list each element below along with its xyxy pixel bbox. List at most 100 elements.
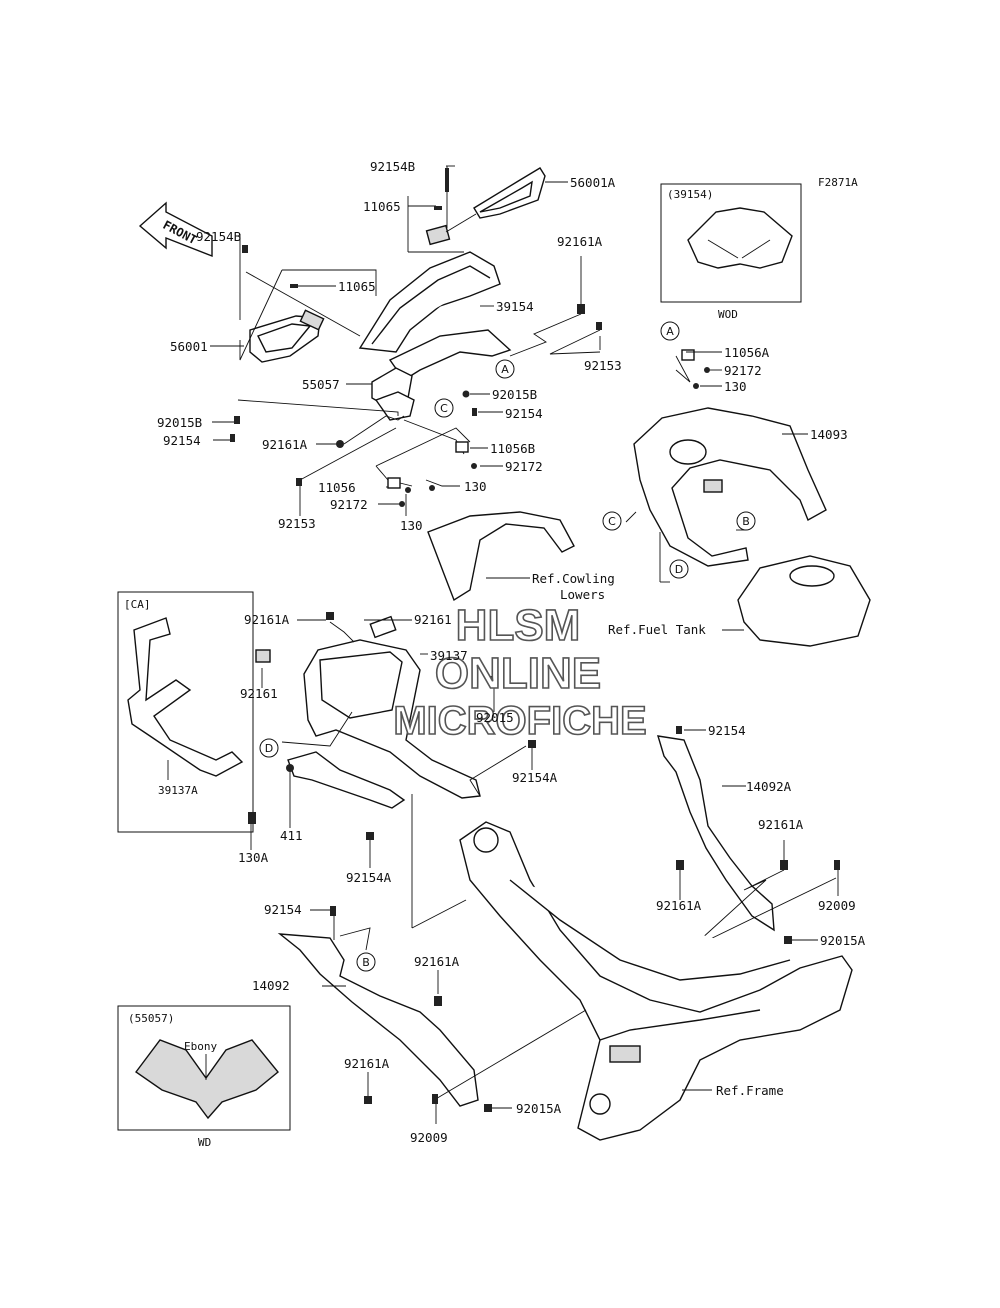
mirror-right (425, 167, 546, 246)
part-92153-right: 92153 (584, 358, 622, 373)
part-11065-top: 11065 (363, 199, 401, 214)
mirror-left (249, 309, 325, 363)
part-130a: 130A (238, 850, 269, 865)
marker-c-right: C (602, 511, 622, 531)
svg-text:C: C (440, 402, 448, 415)
part-55057: 55057 (302, 377, 340, 392)
part-92161a-r2: 92161A (656, 898, 702, 913)
marker-b-right: B (736, 511, 756, 531)
part-92161a-low1: 92161A (414, 954, 460, 969)
svg-text:ONLINE: ONLINE (435, 649, 601, 698)
svg-text:C: C (608, 515, 616, 528)
upper-leader-lines (210, 165, 601, 516)
part-11056a: 11056A (724, 345, 770, 360)
part-14093: 14093 (810, 427, 848, 442)
left-lower-hardware (330, 906, 492, 1112)
part-92009-r: 92009 (818, 898, 856, 913)
part-14092: 14092 (252, 978, 290, 993)
svg-text:MICROFICHE: MICROFICHE (393, 699, 646, 743)
part-labels: 92154B 56001A 11065 92154B 11065 56001 3… (157, 159, 866, 1145)
part-39137: 39137 (430, 648, 468, 663)
right-leader-lines (625, 351, 808, 631)
watermark: HLSM ONLINE MICROFICHE (393, 600, 648, 744)
part-92161a-low2: 92161A (344, 1056, 390, 1071)
part-92154b-left: 92154B (196, 229, 241, 244)
cowling-stay-top (371, 329, 512, 421)
part-11056: 11056 (318, 480, 356, 495)
part-92154-left: 92154 (163, 433, 201, 448)
part-92015a-low: 92015A (516, 1101, 562, 1116)
ref-cowling-line2: Lowers (560, 587, 605, 602)
svg-text:B: B (742, 515, 750, 528)
ref-frame: Ref.Frame (716, 1083, 784, 1098)
part-92015b-mid: 92015B (492, 387, 537, 402)
svg-text:B: B (362, 956, 370, 969)
part-92154b-top: 92154B (370, 159, 415, 174)
part-92161a-r1: 92161A (758, 817, 804, 832)
part-11056b: 11056B (490, 441, 535, 456)
part-130-right: 130 (724, 379, 747, 394)
part-56001a: 56001A (570, 175, 616, 190)
part-92161-right: 92161 (414, 612, 452, 627)
inset-ca-title: [CA] (124, 598, 151, 611)
marker-d-mid: D (259, 738, 279, 758)
part-92154-r: 92154 (708, 723, 746, 738)
part-92015a-r: 92015A (820, 933, 866, 948)
part-92154-mid: 92154 (505, 406, 543, 421)
part-92015: 92015 (476, 710, 514, 725)
part-411: 411 (280, 828, 303, 843)
upper-hardware (230, 168, 710, 507)
windshield (358, 251, 501, 353)
part-92172-mid: 92172 (505, 459, 543, 474)
mid-hardware (248, 612, 536, 840)
inset-ca-part: 39137A (158, 784, 198, 797)
part-11065-left: 11065 (338, 279, 376, 294)
svg-text:HLSM: HLSM (456, 601, 581, 650)
part-92153-left: 92153 (278, 516, 316, 531)
inset-wod-caption: WOD (718, 308, 738, 321)
right-lower-hardware (676, 726, 840, 944)
svg-text:A: A (501, 363, 509, 376)
part-92172-low: 92172 (330, 497, 368, 512)
left-lower-leaders (310, 909, 587, 1124)
part-92015b-left: 92015B (157, 415, 202, 430)
side-cover-right (657, 735, 775, 932)
figure-code: F2871A (818, 176, 858, 189)
side-cover-left (277, 933, 479, 1107)
mid-leader-lines (250, 619, 533, 929)
part-130-low: 130 (400, 518, 423, 533)
marker-a-upper: A (495, 359, 515, 379)
svg-text:A: A (666, 325, 674, 338)
marker-a-right: A (660, 321, 680, 341)
inset-ca: [CA] 39137A (117, 591, 254, 833)
part-92154-low: 92154 (264, 902, 302, 917)
part-92172-right: 92172 (724, 363, 762, 378)
ref-cowling-line1: Ref.Cowling (532, 571, 615, 586)
inner-cover (633, 407, 827, 567)
marker-d-right: D (669, 559, 689, 579)
part-92161a-top: 92161A (557, 234, 603, 249)
inset-wd-note: Ebony (184, 1040, 217, 1053)
svg-text:D: D (265, 742, 273, 755)
part-92161a-stay: 92161A (244, 612, 290, 627)
svg-text:D: D (675, 563, 683, 576)
right-lower-leaders (679, 729, 839, 945)
part-92161a-left: 92161A (262, 437, 308, 452)
part-92154a-mid: 92154A (512, 770, 558, 785)
part-92009-low: 92009 (410, 1130, 448, 1145)
frame-ref (459, 821, 853, 1141)
marker-c-upper: C (434, 398, 454, 418)
part-130-mid: 130 (464, 479, 487, 494)
part-39154: 39154 (496, 299, 534, 314)
part-92161-left: 92161 (240, 686, 278, 701)
cowling-lower-ref (427, 511, 575, 602)
part-56001: 56001 (170, 339, 208, 354)
marker-b-lower: B (356, 952, 376, 972)
fuel-tank-ref (737, 555, 871, 647)
ref-fuel-tank: Ref.Fuel Tank (608, 622, 706, 637)
inset-wd: (55057) Ebony WD (117, 1005, 291, 1149)
inset-wd-caption: WD (198, 1136, 211, 1149)
inset-wod: (39154) WOD (660, 183, 802, 321)
inset-wd-title: (55057) (128, 1012, 174, 1025)
